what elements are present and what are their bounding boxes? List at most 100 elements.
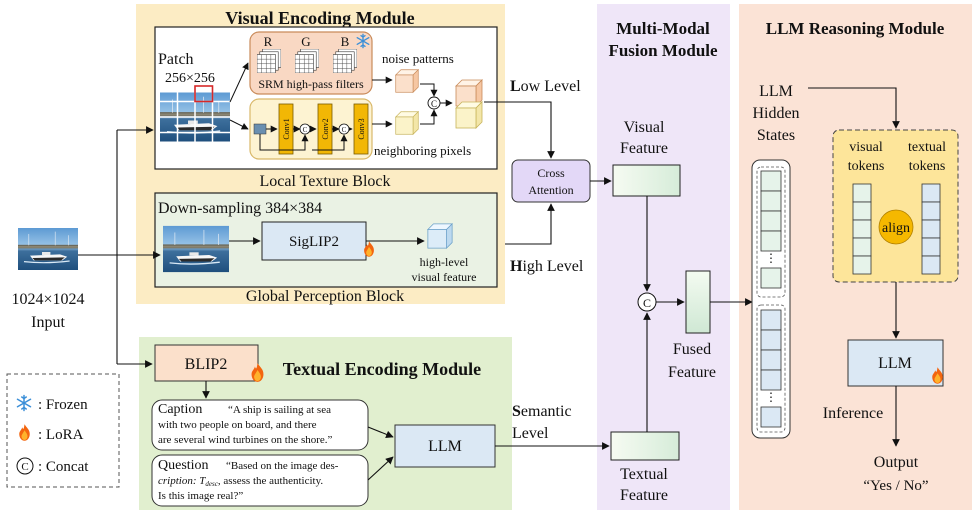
conv1-label: Conv1	[282, 118, 291, 139]
textual-feature-bar	[610, 431, 680, 461]
question-line-3: Is this image real?”	[158, 490, 243, 502]
global-block-label: Global Perception Block	[246, 288, 404, 305]
visual-feature-1: Visual	[624, 119, 665, 136]
question-box	[151, 454, 369, 507]
legend-lora: : LoRA	[38, 427, 84, 443]
textual-feature-1: Textual	[620, 466, 668, 483]
legend	[6, 373, 120, 488]
visual-feature-bar	[612, 164, 681, 197]
fused-feature-2: Feature	[668, 364, 716, 381]
visual-feature-2: Feature	[620, 140, 668, 157]
textual-llm-box	[394, 424, 496, 468]
legend-frozen-icon	[16, 394, 32, 412]
srm-label: SRM high-pass filters	[258, 77, 364, 91]
inference-label: Inference	[823, 405, 883, 422]
filter-r-icon	[257, 49, 281, 73]
siglip-box	[261, 221, 367, 261]
legend-concat-icon-label: C	[21, 461, 28, 473]
input-size: 1024×1024	[11, 291, 84, 308]
low-level-label: Low Level	[510, 78, 581, 95]
visual-tokens-2: tokens	[848, 159, 885, 174]
patch-label: Patch	[158, 51, 194, 68]
input-label: Input	[31, 314, 65, 331]
cross-attention-2: Attention	[528, 183, 573, 197]
textual-tokens-1: textual	[908, 140, 946, 155]
align-label: align	[882, 221, 910, 236]
rgb-b: B	[341, 34, 350, 49]
textual-feature-2: Feature	[620, 487, 668, 504]
textual-module-title: Textual Encoding Module	[283, 359, 481, 379]
hidden-group-bottom: ⋮	[756, 304, 786, 433]
output-label: Output	[874, 454, 919, 471]
legend-frozen: : Frozen	[38, 397, 88, 413]
question-line-2-start: cription: T	[158, 475, 206, 487]
conv3	[353, 103, 369, 155]
conv2-label: Conv2	[321, 118, 330, 139]
fusion-module	[597, 4, 730, 510]
rgb-r: R	[264, 34, 273, 49]
low-level-rest: ow Level	[521, 78, 582, 95]
concat-node-conv-1-label: C	[303, 126, 308, 134]
fused-feature-bar	[685, 270, 711, 334]
concat-node-conv-2	[338, 123, 350, 135]
noise-cube	[395, 69, 419, 93]
visual-token-column	[852, 183, 872, 275]
semantic-level-label: Level	[512, 425, 549, 442]
concat-node-local-label: C	[431, 99, 437, 109]
high-level-rest: igh Level	[522, 258, 583, 275]
cross-attention-1: Cross	[537, 166, 565, 180]
downsampled-image	[163, 225, 229, 273]
legend-concat: : Concat	[38, 459, 89, 475]
conv3-label: Conv3	[357, 118, 366, 139]
neighboring-pixels-label: neighboring pixels	[374, 143, 471, 158]
filter-g-icon	[295, 49, 319, 73]
patch-grid-image	[160, 85, 230, 148]
caption-line-1: “A ship is sailing at sea	[228, 404, 331, 416]
caption-line-2: with two people on board, and there	[158, 419, 317, 431]
textual-token-column	[921, 183, 941, 275]
patch-size: 256×256	[165, 71, 215, 86]
legend-lora-icon	[19, 424, 30, 441]
fusion-module-title-2: Fusion Module	[608, 41, 718, 60]
caption-line-3: are several wind turbines on the shore.”	[158, 434, 333, 446]
local-block-label: Local Texture Block	[260, 173, 391, 190]
caption-box	[151, 399, 369, 451]
hidden-states-3: States	[757, 127, 795, 144]
align-node	[878, 209, 914, 245]
high-level-feat-1: high-level	[420, 255, 469, 269]
low-level-initial: L	[510, 78, 521, 95]
noise-patterns-label: noise patterns	[382, 51, 454, 66]
textual-llm-label: LLM	[428, 438, 462, 455]
fused-feature-1: Fused	[673, 341, 711, 358]
output-answer: “Yes / No”	[863, 478, 928, 494]
question-line-1: “Based on the image des-	[226, 460, 339, 472]
high-level-feat-2: visual feature	[412, 270, 477, 284]
textual-tokens-2: tokens	[909, 159, 946, 174]
visual-tokens-1: visual	[849, 140, 883, 155]
reasoning-llm-label: LLM	[878, 355, 912, 372]
hidden-bottom-ellipsis: ⋮	[765, 390, 777, 404]
fusion-module-title-1: Multi-Modal	[616, 19, 710, 38]
rgb-g: G	[301, 34, 310, 49]
blip2-label: BLIP2	[185, 356, 228, 373]
concat-node-conv-1	[299, 123, 311, 135]
question-line-2-sub: desc	[205, 480, 218, 488]
high-level-label: High Level	[510, 258, 584, 275]
visual-module-title: Visual Encoding Module	[225, 8, 414, 28]
downsample-label: Down-sampling 384×384	[158, 200, 322, 217]
local-output-feature	[455, 79, 483, 129]
hidden-group-top: ⋮	[756, 166, 786, 298]
hidden-top-ellipsis: ⋮	[765, 251, 777, 265]
concat-node-fusion-label: C	[643, 296, 651, 310]
semantic-initial: S	[512, 403, 521, 420]
hidden-states-2: Hidden	[752, 105, 799, 122]
hidden-states-1: LLM	[759, 83, 793, 100]
siglip-label: SigLIP2	[289, 234, 339, 250]
llm-module-title: LLM Reasoning Module	[766, 19, 945, 38]
question-line-2: cription: Tdesc, assess the authenticity…	[158, 475, 323, 488]
reasoning-llm-box	[847, 339, 944, 387]
input-image	[18, 227, 78, 271]
semantic-label: Semantic	[512, 403, 572, 420]
semantic-rest: emantic	[521, 403, 572, 420]
